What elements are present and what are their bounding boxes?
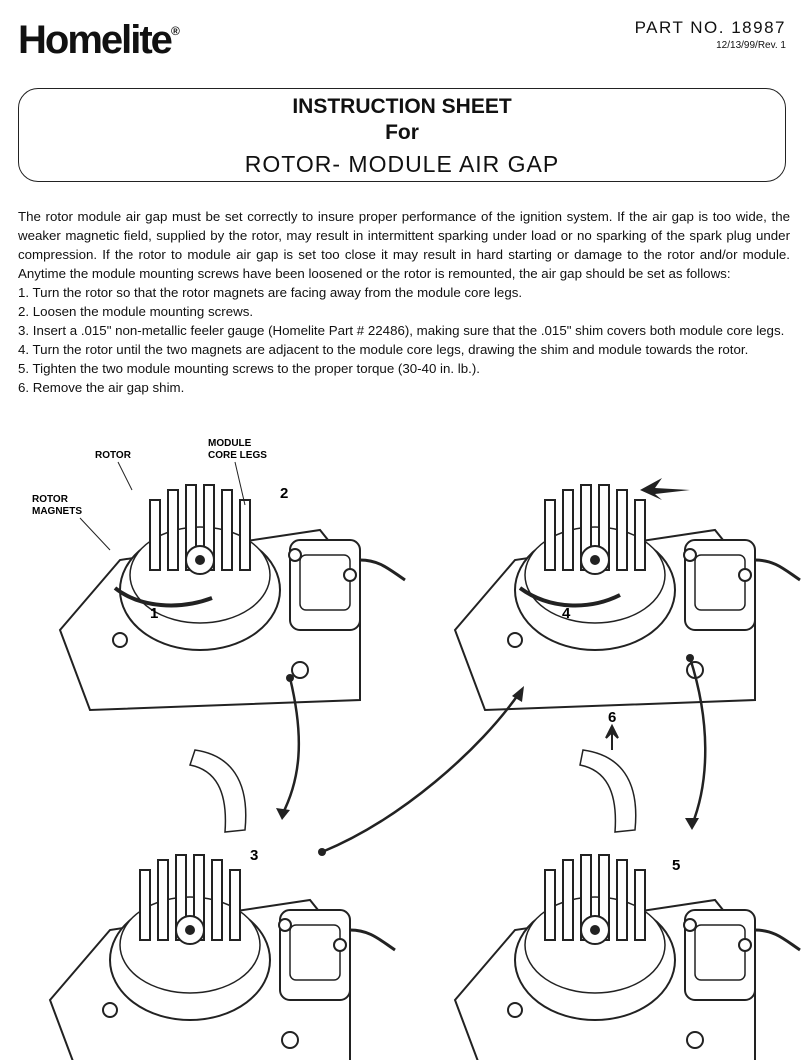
label-rotor-magnets-2: MAGNETS xyxy=(32,506,82,517)
step-number-4: 4 xyxy=(562,605,571,622)
step-number-1: 1 xyxy=(150,605,158,622)
registered-mark: ® xyxy=(170,24,180,38)
instruction-body: The rotor module air gap must be set cor… xyxy=(18,207,790,397)
brand-name: Homelite xyxy=(18,18,173,62)
title-line-1: INSTRUCTION SHEET xyxy=(292,95,512,118)
revision-date: 12/13/99/Rev. 1 xyxy=(716,40,786,51)
feeler-gauge-shim xyxy=(189,749,247,833)
label-module: MODULE xyxy=(208,438,252,449)
title-line-3: ROTOR- MODULE AIR GAP xyxy=(244,151,560,177)
step-number-3: 3 xyxy=(250,847,258,864)
assembly-diagram: ROTOR MODULE CORE LEGS ROTOR MAGNETS 1 2… xyxy=(32,438,802,1060)
title-line-2: For xyxy=(385,121,419,144)
assembly-step-4 xyxy=(453,483,802,712)
step-number-5: 5 xyxy=(672,857,680,874)
homelite-logo: Homelite® xyxy=(18,18,180,63)
step-item: 2. Loosen the module mounting screws. xyxy=(18,304,254,319)
part-number: PART NO. 18987 xyxy=(634,18,786,37)
assembly-step-3 xyxy=(48,853,397,1060)
assembly-step-1-2 xyxy=(58,483,407,712)
step-item: 1. Turn the rotor so that the rotor magn… xyxy=(18,285,523,300)
intro-paragraph: The rotor module air gap must be set cor… xyxy=(18,209,790,281)
assembly-step-5 xyxy=(453,853,802,1060)
step-item: 3. Insert a .015" non-metallic feeler ga… xyxy=(18,323,785,338)
label-core-legs: CORE LEGS xyxy=(208,450,267,461)
step-item: 5. Tighten the two module mounting screw… xyxy=(18,361,480,376)
step-item: 6. Remove the air gap shim. xyxy=(18,380,185,395)
steps-list: 1. Turn the rotor so that the rotor magn… xyxy=(18,283,790,397)
label-rotor-magnets-1: ROTOR xyxy=(32,494,69,505)
title-box: INSTRUCTION SHEET For ROTOR- MODULE AIR … xyxy=(18,88,786,182)
removed-shim xyxy=(579,749,637,833)
step-number-6: 6 xyxy=(608,709,616,726)
step-item: 4. Turn the rotor until the two magnets … xyxy=(18,342,749,357)
label-rotor: ROTOR xyxy=(95,450,132,461)
step-number-2: 2 xyxy=(280,485,288,502)
